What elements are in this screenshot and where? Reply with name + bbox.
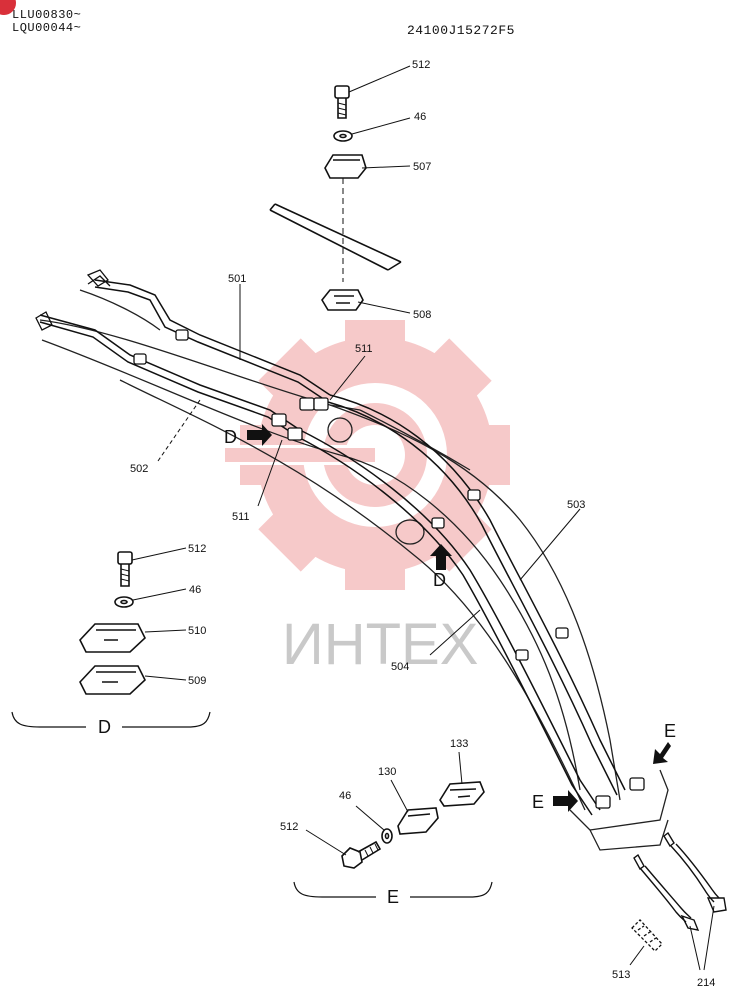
label-46-e: 46 <box>339 790 351 802</box>
e-view-bracket <box>293 881 493 898</box>
top-bolt-icon <box>334 85 350 119</box>
pipe-502 <box>39 314 601 816</box>
label-513: 513 <box>612 969 630 981</box>
plug-513-icon <box>631 919 663 952</box>
drawing-code: 24100J15272F5 <box>407 23 515 38</box>
label-502: 502 <box>130 463 148 475</box>
arrow-d-right-label: D <box>433 570 446 590</box>
d-view-title: D <box>98 717 111 737</box>
label-510: 510 <box>188 625 206 637</box>
d-view-bracket <box>11 711 211 728</box>
top-lower-clamp-icon <box>321 289 364 311</box>
view-arrow-d-left-icon <box>247 424 272 446</box>
label-512-top: 512 <box>412 59 430 71</box>
watermark-logo <box>225 320 510 590</box>
label-509: 509 <box>188 675 206 687</box>
label-214: 214 <box>697 977 715 989</box>
label-512-d: 512 <box>188 543 206 555</box>
hose-214-left-icon <box>633 853 700 931</box>
pipe-501 <box>94 279 626 796</box>
label-512-e: 512 <box>280 821 298 833</box>
hose-214-right-icon <box>663 831 727 913</box>
page-marker-icon <box>0 0 16 15</box>
view-arrow-e-left-icon <box>553 790 578 812</box>
arm-outline <box>329 404 621 801</box>
label-130: 130 <box>378 766 396 778</box>
watermark-text: ИНТЕХ <box>282 612 478 677</box>
serial-range-line-1: LLU00830~ <box>12 8 82 22</box>
boom-root-hoses <box>35 269 111 331</box>
e-clamp-133-icon <box>439 781 485 807</box>
d-upper-clamp-icon <box>79 623 146 653</box>
e-clamp-130-icon <box>397 807 439 835</box>
pipe-clamps <box>133 329 645 809</box>
view-arrow-e-top-icon <box>653 742 671 764</box>
label-511-upper: 511 <box>355 343 373 355</box>
d-washer-icon <box>114 596 134 608</box>
d-bolt-icon <box>117 551 133 587</box>
label-46-d: 46 <box>189 584 201 596</box>
arrow-e-top-label: E <box>664 721 676 741</box>
top-upper-clamp-icon <box>324 154 367 179</box>
serial-range-line-2: LQU00044~ <box>12 21 82 35</box>
label-511-lower: 511 <box>232 511 250 523</box>
top-washer-icon <box>333 130 353 142</box>
e-washer-icon <box>381 828 393 844</box>
label-504: 504 <box>391 661 409 673</box>
label-508: 508 <box>413 309 431 321</box>
label-507: 507 <box>413 161 431 173</box>
top-pipe-pair-icon <box>269 203 402 271</box>
arrow-d-left-label: D <box>224 427 237 447</box>
e-view-title: E <box>387 887 399 907</box>
e-bolt-icon <box>341 840 382 869</box>
arrow-e-left-label: E <box>532 792 544 812</box>
label-501: 501 <box>228 273 246 285</box>
d-lower-clamp-icon <box>79 665 146 695</box>
label-133: 133 <box>450 738 468 750</box>
label-46-top: 46 <box>414 111 426 123</box>
view-arrow-d-right-icon <box>430 544 452 570</box>
label-503: 503 <box>567 499 585 511</box>
